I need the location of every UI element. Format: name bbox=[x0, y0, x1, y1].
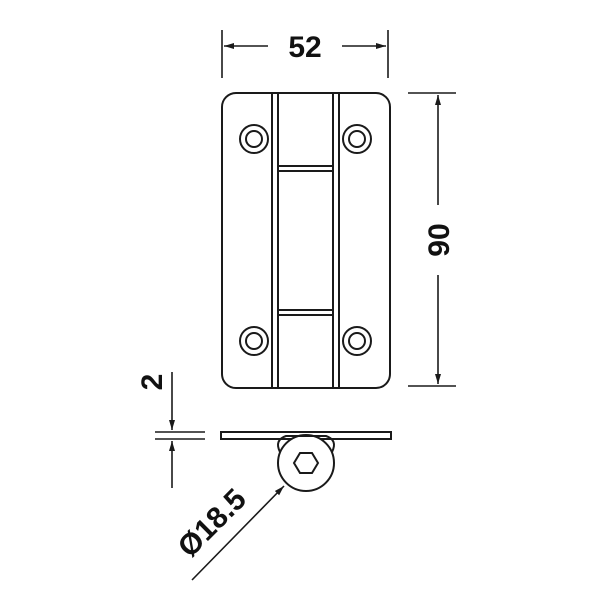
thickness-label: 2 bbox=[136, 374, 169, 391]
hinge-front-view bbox=[221, 92, 391, 389]
screw-hole-bottom-left bbox=[239, 326, 269, 356]
thickness-dimension bbox=[155, 372, 205, 488]
screw-hole-bottom-right bbox=[342, 326, 372, 356]
diameter-dimension bbox=[191, 485, 285, 581]
screw-hole-top-right bbox=[342, 124, 372, 154]
diameter-leader bbox=[191, 485, 285, 581]
hex-socket bbox=[292, 452, 320, 474]
screw-hole-top-left bbox=[239, 124, 269, 154]
width-label: 52 bbox=[288, 31, 321, 64]
height-dimension bbox=[408, 92, 456, 387]
hinge-side-view bbox=[220, 431, 392, 492]
knuckle-collar bbox=[277, 435, 335, 453]
knuckle-circle bbox=[277, 434, 335, 492]
diameter-label: Ø18.5 bbox=[172, 483, 253, 564]
width-dimension bbox=[221, 30, 389, 78]
hinge-outline bbox=[221, 92, 391, 389]
height-label: 90 bbox=[423, 223, 456, 256]
